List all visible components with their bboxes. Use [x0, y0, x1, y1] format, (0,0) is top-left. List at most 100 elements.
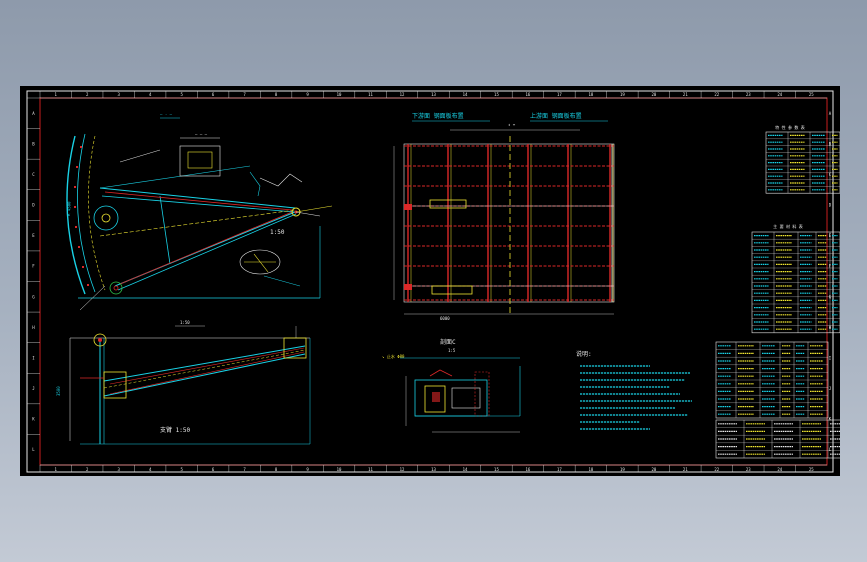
grid-label-bottom: 20 [651, 467, 656, 472]
grid-label-left: G [32, 294, 35, 299]
grid-label-bottom: 23 [746, 467, 751, 472]
svg-text:R 4500: R 4500 [66, 201, 72, 216]
grid-label-top: 2 [86, 92, 89, 97]
grid-label-bottom: 2 [86, 467, 89, 472]
svg-text:↘ 止水 Φ80: ↘ 止水 Φ80 [382, 353, 405, 359]
grid-label-left: A [32, 111, 35, 116]
grid-label-right: B [829, 141, 832, 146]
grid-label-bottom: 8 [275, 467, 278, 472]
grid-label-bottom: 5 [180, 467, 183, 472]
grid-label-right: J [829, 386, 831, 391]
grid-label-bottom: 22 [714, 467, 719, 472]
svg-text:— — —: — — — [195, 132, 208, 137]
grid-label-bottom: 19 [620, 467, 625, 472]
grid-label-bottom: 14 [463, 467, 468, 472]
grid-label-bottom: 12 [400, 467, 405, 472]
grid-label-bottom: 15 [494, 467, 499, 472]
elev-hinge-block [404, 204, 412, 210]
grid-label-top: 6 [212, 92, 215, 97]
grid-label-bottom: 18 [588, 467, 593, 472]
grid-label-right: L [829, 447, 832, 452]
front-elevation-view: 下游面 钢面板布置 上游面 钢面板布置 ↕ ↔ 6000 [393, 112, 615, 321]
grid-label-bottom: 13 [431, 467, 436, 472]
grid-label-top: 8 [275, 92, 278, 97]
grid-label-top: 7 [243, 92, 246, 97]
svg-text:6000: 6000 [440, 316, 450, 321]
support-arm-view: 1:50 支臂 1:50 3500 [56, 320, 311, 445]
grid-label-left: K [32, 417, 35, 422]
section-scale: 1:5 [448, 348, 456, 353]
grid-label-right: A [829, 111, 832, 116]
outer-frame [26, 90, 834, 473]
table1-title: 特 性 参 数 表 [775, 124, 805, 130]
grid-label-top: 22 [714, 92, 719, 97]
grid-label-right: H [829, 325, 832, 330]
grid-label-bottom: 25 [809, 467, 814, 472]
grid-label-bottom: 4 [149, 467, 152, 472]
notes-title: 说明: [576, 350, 592, 358]
grid-label-right: I [829, 355, 832, 360]
grid-label-left: B [32, 141, 35, 146]
grid-label-bottom: 7 [243, 467, 246, 472]
grid-label-top: 24 [777, 92, 782, 97]
elev-hinge-block [404, 284, 412, 290]
grid-label-bottom: 3 [117, 467, 120, 472]
table-border [765, 131, 840, 194]
grid-label-left: F [32, 264, 35, 269]
svg-text:↕ ↔: ↕ ↔ [508, 122, 516, 127]
notes-block: 说明: [576, 350, 692, 430]
grid-label-bottom: 16 [526, 467, 531, 472]
section-label: 剖面C [440, 338, 456, 346]
grid-label-bottom: 11 [368, 467, 373, 472]
grid-label-bottom: 6 [212, 467, 215, 472]
grid-label-left: H [32, 325, 35, 330]
grid-label-top: 25 [809, 92, 814, 97]
section-view: 剖面C 1:5 ↘ 止水 Φ80 [382, 338, 521, 433]
grid-label-right: C [829, 172, 832, 177]
upstream-label: 上游面 钢面板布置 [530, 112, 582, 120]
table2-title: 主 要 材 料 表 [773, 223, 803, 229]
grid-label-bottom: 1 [55, 467, 58, 472]
grid-label-top: 1 [55, 92, 58, 97]
grid-label-bottom: 24 [777, 467, 782, 472]
grid-label-top: 4 [149, 92, 152, 97]
tables-group: 特 性 参 数 表 主 要 材 料 表 [715, 124, 840, 459]
grid-label-bottom: 21 [683, 467, 688, 472]
grid-label-top: 13 [431, 92, 436, 97]
grid-label-top: 3 [117, 92, 120, 97]
downstream-label: 下游面 钢面板布置 [412, 112, 464, 120]
grid-label-top: 18 [588, 92, 593, 97]
grid-label-top: 16 [526, 92, 531, 97]
grid-label-top: 20 [651, 92, 656, 97]
grid-label-left: L [32, 447, 35, 452]
grid-label-top: 5 [180, 92, 183, 97]
arm-top-label: 1:50 [180, 320, 190, 325]
grid-label-top: 21 [683, 92, 688, 97]
grid-label-top: 14 [463, 92, 468, 97]
gate-plan-view: — — — 1:50 R 4500 — · — [66, 112, 333, 311]
svg-text:3500: 3500 [56, 386, 61, 396]
grid-label-bottom: 17 [557, 467, 562, 472]
grid-label-top: 12 [400, 92, 405, 97]
grid-label-top: 19 [620, 92, 625, 97]
grid-label-bottom: 9 [306, 467, 309, 472]
grid-label-top: 9 [306, 92, 309, 97]
grid-label-left: E [32, 233, 35, 238]
gate-plan-scale: 1:50 [270, 229, 285, 236]
arm-caption: 支臂 1:50 [160, 426, 190, 434]
table-border [715, 419, 840, 459]
grid-label-top: 15 [494, 92, 499, 97]
grid-label-left: I [32, 355, 35, 360]
grid-label-top: 11 [368, 92, 373, 97]
grid-label-right: E [829, 233, 832, 238]
grid-label-left: C [32, 172, 35, 177]
grid-label-right: F [829, 264, 832, 269]
grid-label-left: D [32, 203, 35, 208]
grid-label-right: K [829, 417, 832, 422]
